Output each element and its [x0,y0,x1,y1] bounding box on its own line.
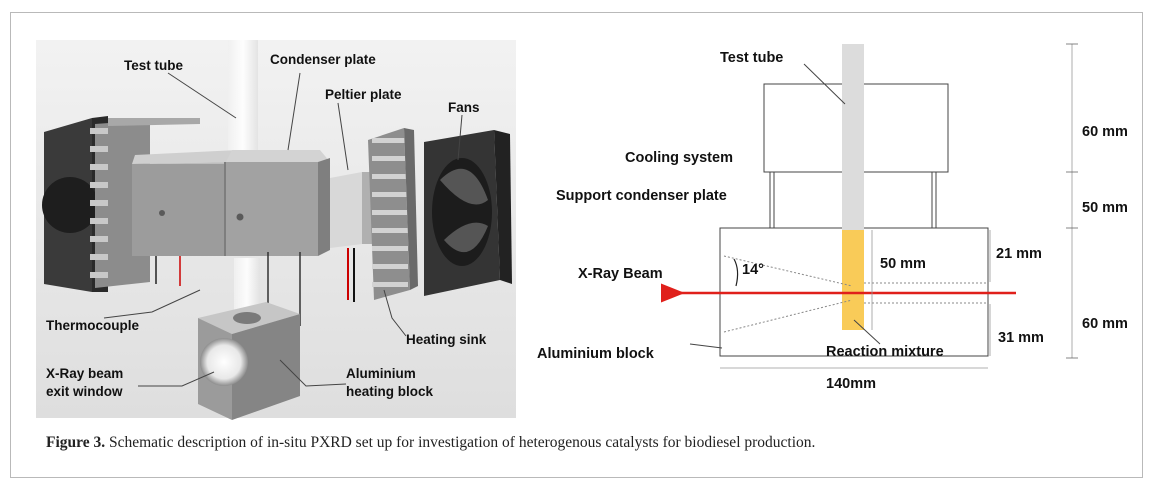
reaction-mixture [842,230,864,330]
label-heating-block-1: Aluminium [346,366,416,381]
label-top-margin: 21 mm [996,246,1042,262]
label-xray-exit-2: exit window [46,384,123,399]
label-peltier-plate: Peltier plate [325,87,402,102]
figure-frame [10,12,1143,478]
label-test-tube-3d: Test tube [124,58,183,73]
label-aluminium-block: Aluminium block [537,346,655,362]
caption-label: Figure 3. [46,434,106,451]
label-support-condenser: Support condenser plate [556,188,727,204]
label-xray-beam: X-Ray Beam [578,266,663,282]
heating-sink-3d [368,128,418,300]
label-angle: 14° [742,262,764,278]
label-thermocouple: Thermocouple [46,318,140,333]
right-fan [424,130,512,296]
support-leg-left [769,171,775,229]
label-heating-block-2: heating block [346,384,434,399]
label-dim-support: 50 mm [1082,200,1128,216]
right-condenser-block [226,150,330,256]
label-test-tube-schematic: Test tube [720,50,783,66]
label-inner-depth: 50 mm [880,256,926,272]
label-fans: Fans [448,100,480,115]
peltier-plate-3d [330,172,372,302]
label-dim-block: 60 mm [1082,316,1128,332]
label-dim-cooling: 60 mm [1082,124,1128,140]
left-condenser-block [132,150,240,256]
test-tube-schematic [842,44,864,230]
label-reaction-mixture: Reaction mixture [826,344,944,360]
right-schematic: Test tube Cooling system Support condens… [537,43,1128,392]
label-bottom-margin: 31 mm [998,330,1044,346]
label-cooling-system: Cooling system [625,150,733,166]
label-xray-exit-1: X-Ray beam [46,366,123,381]
support-leg-right [931,171,937,229]
label-condenser-plate: Condenser plate [270,52,376,67]
aluminium-heating-block-3d [198,302,300,420]
test-tube-3d [228,40,258,158]
left-illustration: Test tube Condenser plate Peltier plate … [36,40,516,420]
label-heating-sink: Heating sink [406,332,487,347]
caption-text: Schematic description of in-situ PXRD se… [105,434,816,451]
label-width: 140mm [826,376,876,392]
figure-caption: Figure 3. Schematic description of in-si… [46,434,1136,452]
